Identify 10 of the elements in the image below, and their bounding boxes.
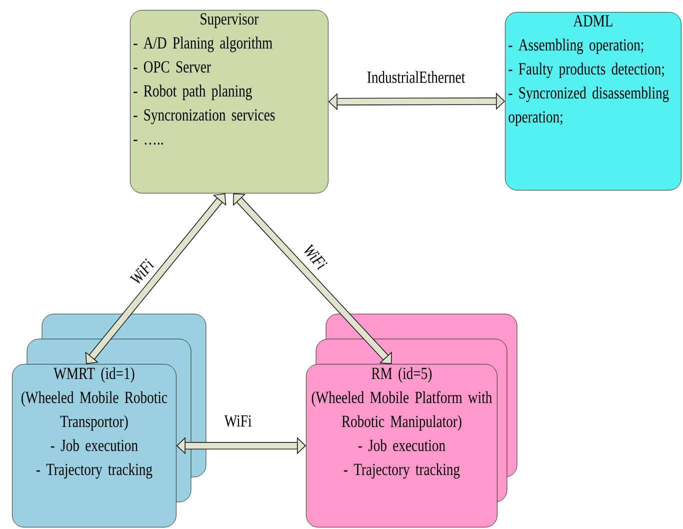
- double-arrow: [85, 193, 226, 364]
- edge-label: WiFi: [300, 242, 330, 272]
- process-box: Supervisor - A/D Planing algorithm - OPC Server - Robot path planing - Syncronization services - …..: [130, 10, 328, 194]
- card-stack: RM (id=5) (Wheeled Mobile Platform with Robotic Manipulator) - Job execution - Trajectory tracking: [306, 314, 518, 528]
- edge-label: WiFi: [223, 414, 253, 428]
- card-stack: WMRT (id=1) (Wheeled Mobile Robotic Transportor) - Job execution - Trajectory tracking: [12, 314, 206, 528]
- edge-label: WiFi: [128, 256, 156, 288]
- process-box: ADML - Assembling operation; - Faulty products detection; - Syncronized disassembling operation;: [505, 12, 682, 190]
- edge-label: IndustrialEthernet: [366, 70, 466, 84]
- double-arrow: [233, 193, 392, 364]
